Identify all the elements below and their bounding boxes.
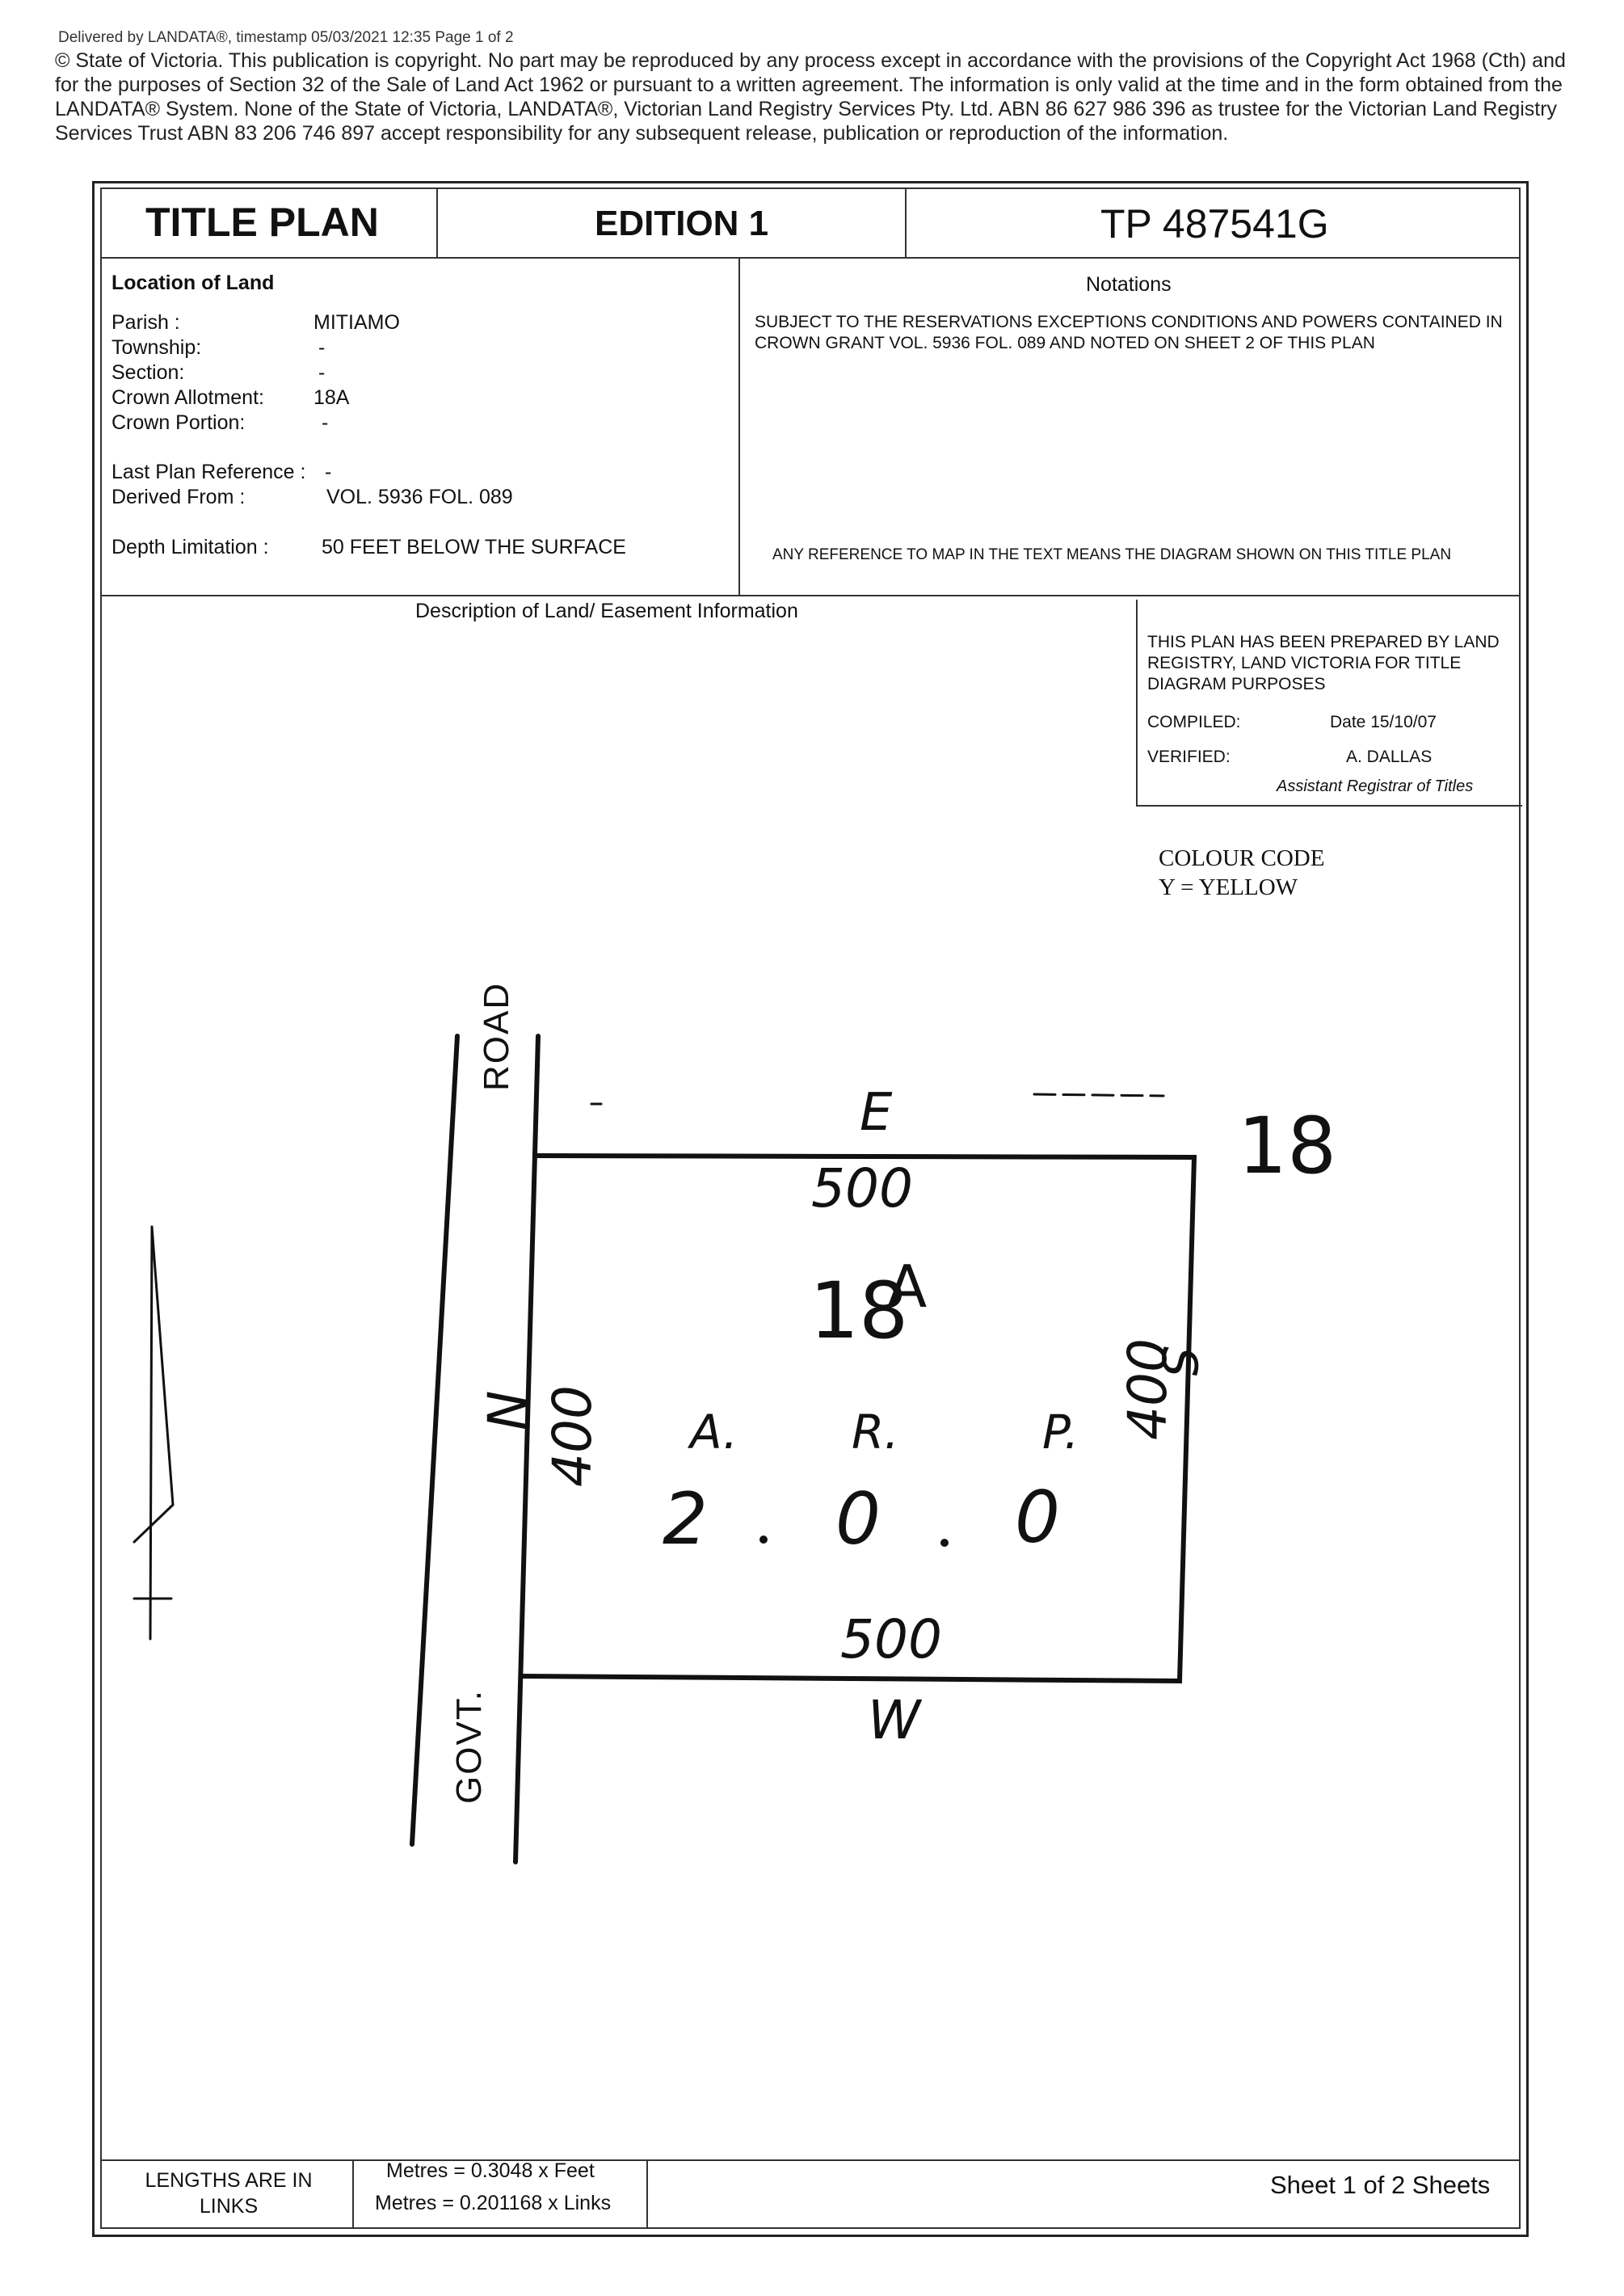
location-labels: Parish : Township: Section: Crown Allotm… xyxy=(111,310,264,436)
east-label: E xyxy=(860,1083,893,1143)
crown-portion-value: - xyxy=(322,411,329,434)
crown-allotment-label: Crown Allotment: xyxy=(111,386,264,409)
area-roods-unit: R. xyxy=(852,1405,899,1460)
crown-allotment-value: 18A xyxy=(313,386,350,409)
bottom-length: 500 xyxy=(840,1608,942,1670)
section-label: Section: xyxy=(111,361,185,384)
last-plan-value: - xyxy=(325,461,332,483)
compiled-label: COMPILED: xyxy=(1147,713,1241,731)
notations-text: SUBJECT TO THE RESERVATIONS EXCEPTIONS C… xyxy=(755,313,1503,352)
derived-from-label: Derived From : xyxy=(111,486,246,508)
area-acres-value: 2 xyxy=(663,1477,708,1561)
road-label: ROAD xyxy=(477,981,516,1091)
parish-value: MITIAMO xyxy=(313,311,400,334)
colour-code-value: Y = YELLOW xyxy=(1159,874,1298,900)
prepared-text: THIS PLAN HAS BEEN PREPARED BY LAND REGI… xyxy=(1147,633,1500,693)
plan-frame xyxy=(92,181,1529,2237)
edition-label: EDITION 1 xyxy=(595,204,769,243)
metres-feet: Metres = 0.3048 x Feet xyxy=(386,2159,595,2182)
govt-label: GOVT. xyxy=(449,1688,489,1804)
road-west-edge xyxy=(410,1034,460,1847)
top-length: 500 xyxy=(811,1157,913,1220)
north-label: N xyxy=(477,1390,539,1430)
west-label: W xyxy=(868,1689,921,1751)
depth-limitation-label: Depth Limitation : xyxy=(111,536,269,558)
plan-frame-inner xyxy=(100,187,1521,2229)
registrar-title: Assistant Registrar of Titles xyxy=(1277,777,1474,795)
notations-footer: ANY REFERENCE TO MAP IN THE TEXT MEANS T… xyxy=(772,546,1452,563)
area-acres-unit: A. xyxy=(690,1405,738,1460)
verified-label: VERIFIED: xyxy=(1147,748,1231,766)
left-length: 400 xyxy=(541,1385,604,1487)
road-east-edge xyxy=(513,1034,541,1864)
neighbour-allotment: 18 xyxy=(1238,1101,1337,1191)
section-value: - xyxy=(318,361,326,384)
prepared-box xyxy=(1136,600,1522,807)
south-label: S xyxy=(1151,1346,1207,1378)
last-plan-label: Last Plan Reference : xyxy=(111,461,306,483)
lengths-note: LENGTHS ARE IN LINKS xyxy=(145,2169,313,2218)
notations-heading: Notations xyxy=(1086,273,1172,296)
location-values: MITIAMO - - 18A - xyxy=(313,310,400,436)
lot-suffix: A xyxy=(887,1253,928,1321)
crown-portion-label: Crown Portion: xyxy=(111,411,246,434)
township-label: Township: xyxy=(111,336,202,359)
location-heading: Location of Land xyxy=(111,272,275,294)
area-roods-value: 0 xyxy=(835,1477,881,1561)
township-value: - xyxy=(318,336,326,359)
verified-name: A. DALLAS xyxy=(1346,748,1433,766)
plan-number: TP 487541G xyxy=(1100,201,1329,246)
lot-number: 18 xyxy=(810,1266,909,1356)
colour-code-heading: COLOUR CODE xyxy=(1159,845,1325,871)
derived-from-value: VOL. 5936 FOL. 089 xyxy=(326,486,513,508)
allotment-boundary xyxy=(520,1153,1197,1684)
north-arrow-shaft xyxy=(149,1225,154,1641)
delivered-line: Delivered by LANDATA®, timestamp 05/03/2… xyxy=(58,29,514,46)
area-perches-value: 0 xyxy=(1015,1476,1060,1559)
metres-links: Metres = 0.201168 x Links xyxy=(375,2192,612,2214)
parish-label: Parish : xyxy=(111,311,180,334)
sheet-number: Sheet 1 of 2 Sheets xyxy=(1270,2171,1491,2199)
compiled-date: Date 15/10/07 xyxy=(1330,713,1437,731)
description-heading: Description of Land/ Easement Informatio… xyxy=(415,600,798,622)
depth-limitation-value: 50 FEET BELOW THE SURFACE xyxy=(322,536,626,558)
title-plan-label: TITLE PLAN xyxy=(145,200,379,245)
copyright-notice: © State of Victoria. This publication is… xyxy=(55,49,1566,145)
area-perches-unit: P. xyxy=(1042,1405,1079,1460)
